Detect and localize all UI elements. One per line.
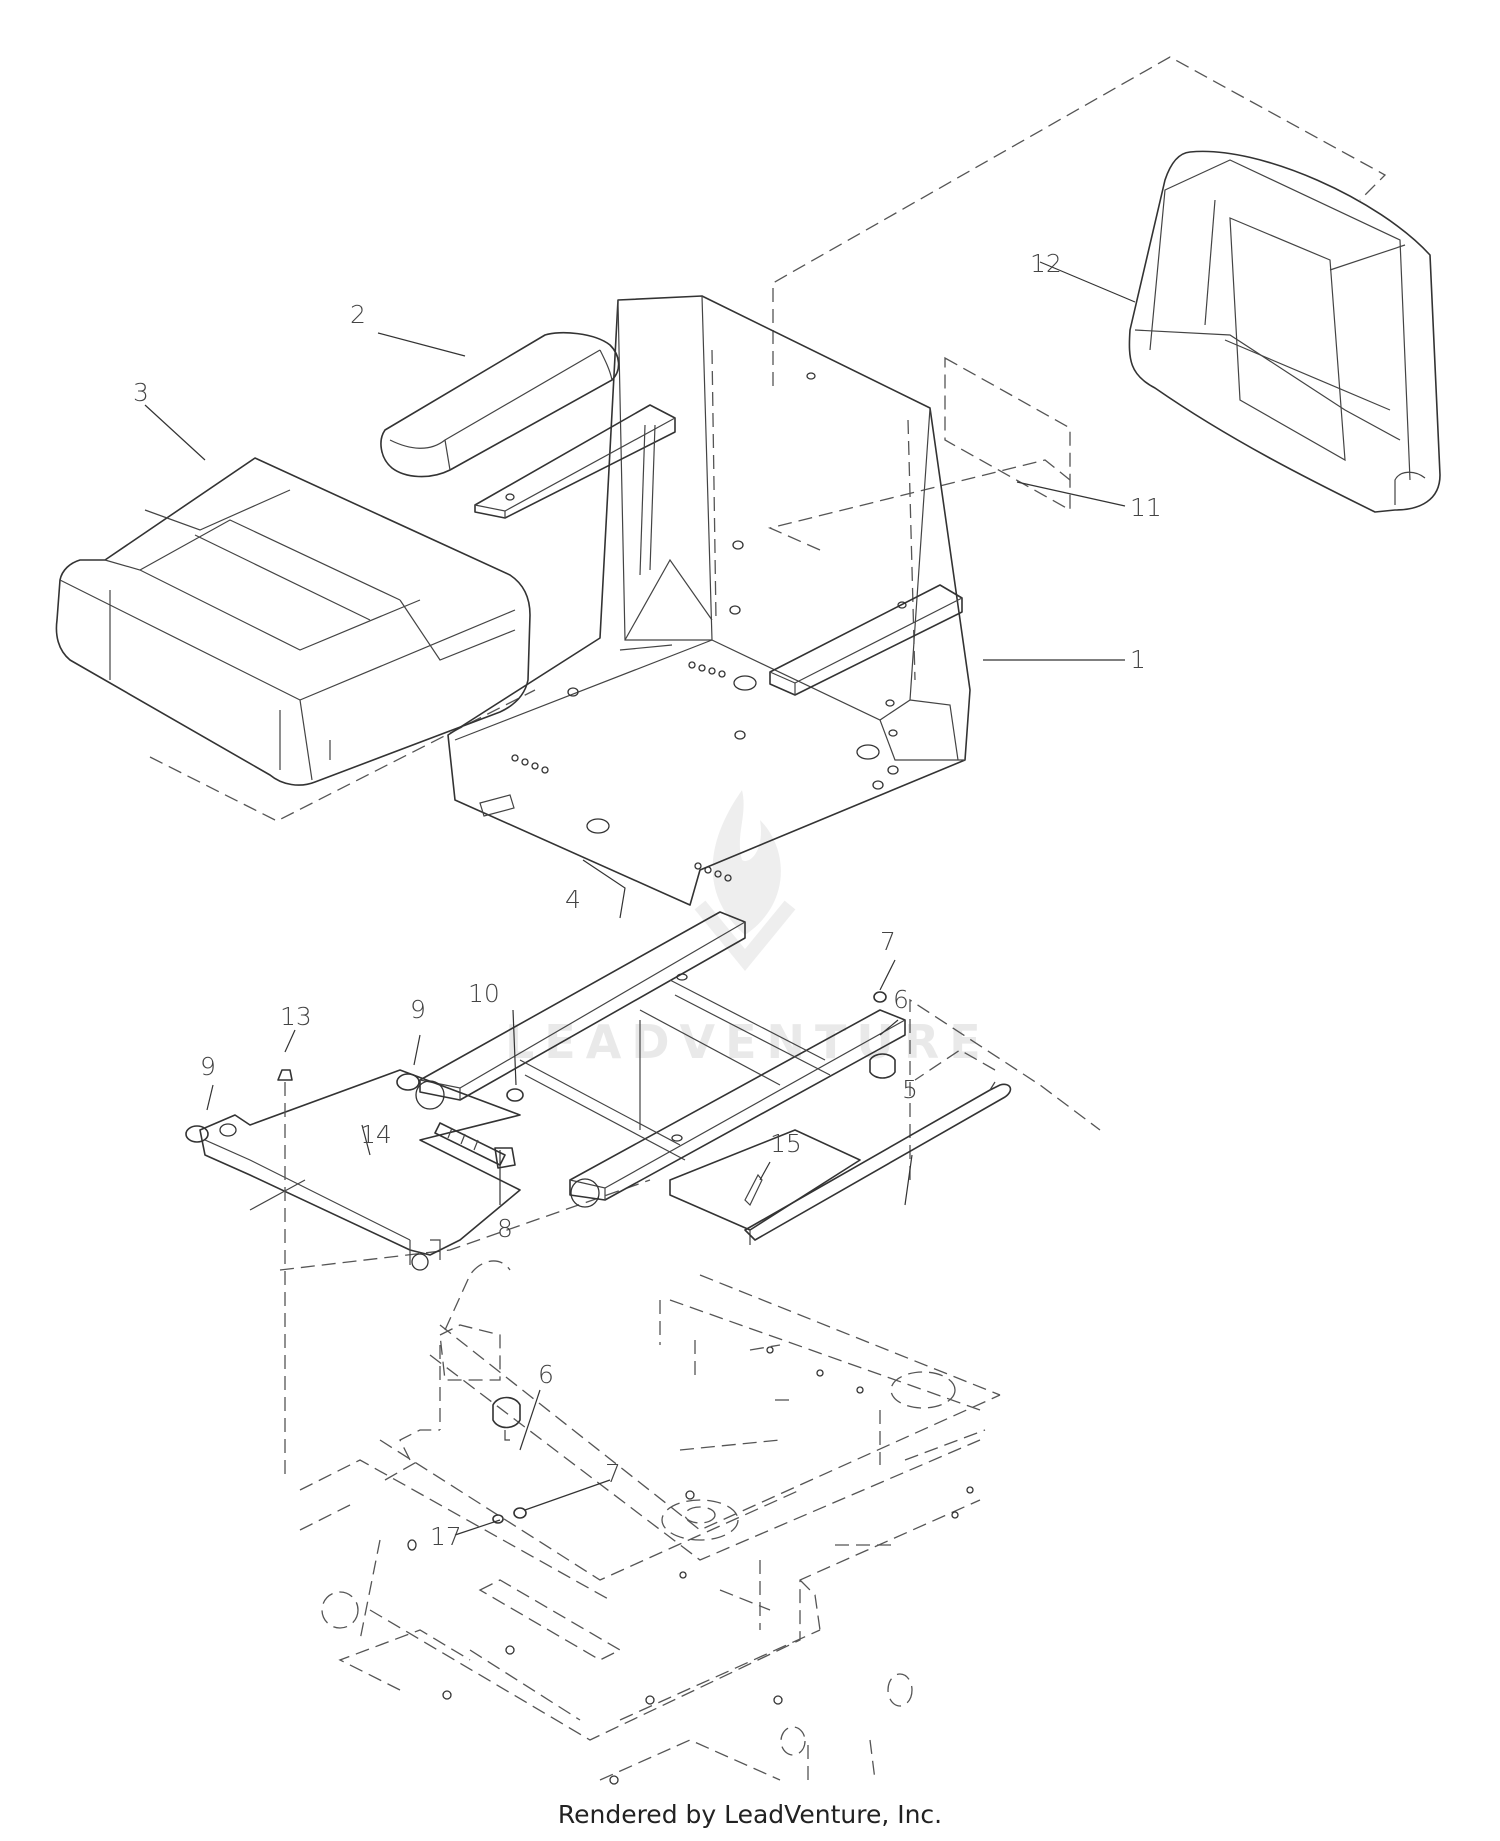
callout-5: 5 [902, 1075, 918, 1104]
leadventure-watermark: LEADVENTURE [505, 790, 991, 1069]
part-back-cushion [1128, 150, 1441, 513]
watermark-text: LEADVENTURE [505, 1015, 991, 1069]
callout-4: 4 [565, 885, 581, 914]
bumper-6-right [869, 1053, 896, 1079]
callout-7-frame: 7 [605, 1459, 621, 1488]
callout-2: 2 [350, 300, 366, 329]
leader-lines [144, 261, 1136, 1536]
callout-12: 12 [1030, 249, 1062, 278]
callout-3: 3 [133, 378, 149, 407]
part-seat-pan [447, 295, 971, 906]
callout-6-right: 6 [893, 985, 909, 1014]
part-bolt [434, 1122, 516, 1169]
nut-9-top [396, 1073, 420, 1091]
projection-lines [149, 56, 1387, 1271]
part-rod [744, 1081, 1012, 1241]
fastener-nuts [185, 991, 896, 1475]
part-armrest-pad [380, 331, 620, 478]
washer-17 [492, 1514, 504, 1524]
screw-13 [277, 1069, 293, 1081]
callout-17: 17 [430, 1522, 462, 1551]
part-armrest-bracket-right [769, 584, 963, 696]
part-seat-cushion [55, 457, 531, 786]
callout-1: 1 [1130, 645, 1146, 674]
nut-10 [506, 1088, 524, 1102]
callout-10: 10 [468, 979, 500, 1008]
part-mounting-plate [199, 1069, 521, 1271]
part-armrest-bracket-left [474, 404, 676, 576]
pin-15 [744, 1173, 763, 1207]
part-label-plate [944, 356, 1071, 512]
callout-8: 8 [497, 1214, 513, 1243]
callout-14: 14 [360, 1120, 392, 1149]
callout-13: 13 [280, 1002, 312, 1031]
callout-numbers: 1 2 3 4 5 6 6 7 7 8 9 9 10 11 12 13 14 1… [133, 249, 1162, 1551]
callout-11: 11 [1130, 493, 1162, 522]
callout-6-frame: 6 [538, 1360, 554, 1389]
part-right-plate [669, 1129, 861, 1245]
callout-7-right: 7 [880, 927, 896, 956]
part-frame [299, 1260, 1001, 1785]
footer-caption: Rendered by LeadVenture, Inc. [557, 1800, 943, 1829]
nut-7-frame [513, 1507, 527, 1519]
nut-7-right [873, 991, 887, 1003]
nut-9-left [185, 1125, 209, 1143]
callout-15: 15 [770, 1129, 802, 1158]
callout-9-top: 9 [410, 995, 426, 1024]
callout-9-left: 9 [200, 1052, 216, 1081]
bumper-6-frame [492, 1396, 521, 1429]
